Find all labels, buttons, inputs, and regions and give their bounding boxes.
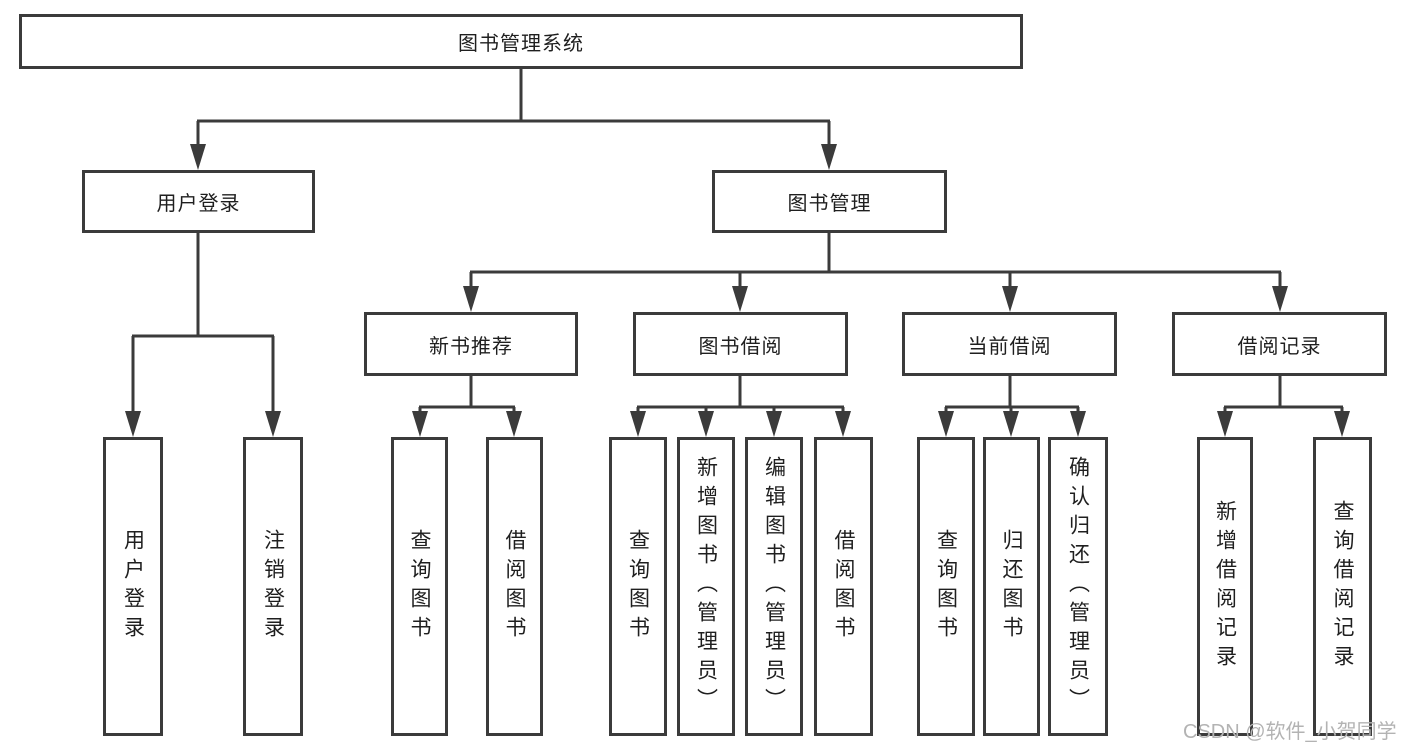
- connector-book-borrow-children: [630, 376, 851, 437]
- node-root-label: 图书管理系统: [458, 33, 584, 55]
- leaf-query-books-3: 查询图书: [917, 437, 975, 736]
- leaf-query-books-2: 查询图书: [609, 437, 667, 736]
- connector-new-books-children: [412, 376, 522, 437]
- node-book-management-label: 图书管理: [787, 193, 872, 215]
- leaf-user-login: 用户登录: [103, 437, 163, 736]
- leaf-borrow-books-2-label: 借阅图书: [832, 528, 855, 645]
- node-user-login: 用户登录: [82, 170, 315, 233]
- node-root: 图书管理系统: [19, 14, 1023, 69]
- node-current-borrow-label: 当前借阅: [967, 335, 1052, 358]
- node-borrow-records: 借阅记录: [1172, 312, 1387, 376]
- leaf-logout: 注销登录: [243, 437, 303, 736]
- connector-user-login-children: [125, 233, 281, 437]
- node-current-borrow: 当前借阅: [902, 312, 1117, 376]
- leaf-query-borrow-record-label: 查询借阅记录: [1331, 499, 1354, 674]
- leaf-borrow-books-1: 借阅图书: [486, 437, 543, 736]
- connector-current-borrow-children: [938, 376, 1086, 437]
- connector-borrow-records-children: [1217, 376, 1350, 437]
- node-book-borrow-label: 图书借阅: [698, 335, 783, 358]
- leaf-add-borrow-record-label: 新增借阅记录: [1213, 499, 1237, 674]
- leaf-return-books-label: 归还图书: [1000, 528, 1023, 645]
- leaf-query-books-1-label: 查询图书: [408, 528, 431, 645]
- leaf-edit-books-admin: 编辑图书（管理员）: [745, 437, 803, 736]
- leaf-user-login-label: 用户登录: [121, 528, 145, 645]
- leaf-confirm-return-admin: 确认归还（管理员）: [1048, 437, 1108, 736]
- node-book-management: 图书管理: [712, 170, 947, 233]
- leaf-add-books-admin: 新增图书（管理员）: [677, 437, 735, 736]
- node-new-book-recommend: 新书推荐: [364, 312, 578, 376]
- leaf-query-books-1: 查询图书: [391, 437, 448, 736]
- csdn-watermark: CSDN @软件_小贺同学: [1183, 721, 1397, 743]
- node-new-book-recommend-label: 新书推荐: [429, 335, 513, 358]
- leaf-borrow-books-1-label: 借阅图书: [503, 528, 526, 645]
- leaf-query-borrow-record: 查询借阅记录: [1313, 437, 1372, 736]
- leaf-logout-label: 注销登录: [261, 528, 285, 645]
- leaf-add-borrow-record: 新增借阅记录: [1197, 437, 1253, 736]
- leaf-return-books: 归还图书: [983, 437, 1040, 736]
- leaf-borrow-books-2: 借阅图书: [814, 437, 873, 736]
- node-borrow-records-label: 借阅记录: [1237, 335, 1322, 358]
- leaf-query-books-3-label: 查询图书: [934, 528, 958, 645]
- leaf-edit-books-admin-label: 编辑图书（管理员）: [762, 456, 786, 717]
- connector-book-management-to-level3: [463, 233, 1288, 312]
- leaf-query-books-2-label: 查询图书: [626, 528, 650, 645]
- leaf-confirm-return-admin-label: 确认归还（管理员）: [1066, 456, 1090, 717]
- connector-root-to-level2: [190, 69, 837, 170]
- node-user-login-label: 用户登录: [156, 193, 241, 215]
- node-book-borrow: 图书借阅: [633, 312, 848, 376]
- leaf-add-books-admin-label: 新增图书（管理员）: [694, 456, 718, 717]
